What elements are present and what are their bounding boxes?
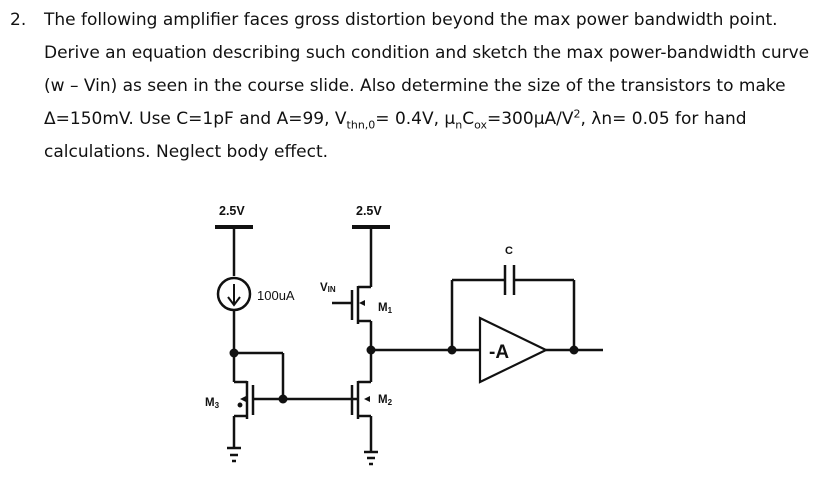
vin-main: V — [320, 282, 328, 294]
amplifier-label: -A — [489, 342, 509, 363]
m3-subscript: 3 — [215, 401, 220, 410]
m1-main: M — [378, 302, 388, 314]
mu-subscript: n — [455, 118, 463, 132]
m1-subscript: 1 — [388, 306, 393, 315]
capacitor-label: C — [505, 245, 513, 257]
node-amp-output — [569, 345, 579, 355]
m3-label: M3 — [205, 397, 220, 410]
squared-superscript: 2 — [573, 107, 581, 121]
node-m3-drain — [229, 348, 239, 358]
vth-subscript: thn,0 — [346, 118, 376, 132]
m3-main: M — [205, 397, 215, 409]
line4-part-b: = 0.4V, μ — [375, 109, 456, 129]
problem-line-1: The following amplifier faces gross dist… — [44, 10, 778, 30]
vdd-label-left: 2.5V — [219, 204, 245, 218]
current-source-label: 100uA — [257, 288, 295, 303]
line4-part-a: Δ=150mV. Use C=1pF and A=99, V — [44, 109, 347, 129]
problem-line-2: Derive an equation describing such condi… — [44, 43, 810, 63]
line4-part-c: C — [462, 109, 475, 129]
m3-body-left — [237, 402, 243, 408]
line4-part-d: =300μA/V — [487, 109, 574, 129]
m2-label: M2 — [378, 394, 393, 407]
m2-main: M — [378, 394, 388, 406]
problem-line-3: (w – Vin) as seen in the course slide. A… — [44, 76, 786, 96]
m1-label: M1 — [378, 302, 393, 315]
vin-label: VIN — [320, 282, 336, 294]
node-gate-bias — [278, 394, 288, 404]
current-source-arrow-head — [227, 296, 241, 307]
m1-source-arrow — [359, 300, 365, 306]
problem-statement: 2. The following amplifier faces gross d… — [10, 4, 830, 169]
cox-subscript: ox — [474, 118, 487, 132]
amplifier-triangle — [478, 316, 549, 384]
node-output-m1m2 — [366, 345, 376, 355]
vin-subscript: IN — [328, 285, 336, 294]
vdd-label-right: 2.5V — [356, 204, 382, 218]
problem-line-5: calculations. Neglect body effect. — [44, 142, 329, 162]
m2-source-arrow — [364, 396, 370, 402]
problem-body: The following amplifier faces gross dist… — [44, 4, 830, 169]
m2-subscript: 2 — [388, 398, 393, 407]
problem-line-4: Δ=150mV. Use C=1pF and A=99, Vthn,0= 0.4… — [44, 103, 830, 136]
node-amp-input — [447, 345, 457, 355]
m3-source-arrow — [240, 396, 246, 402]
problem-number: 2. — [10, 10, 27, 30]
line4-part-e: , λn= 0.05 for hand — [580, 109, 747, 129]
